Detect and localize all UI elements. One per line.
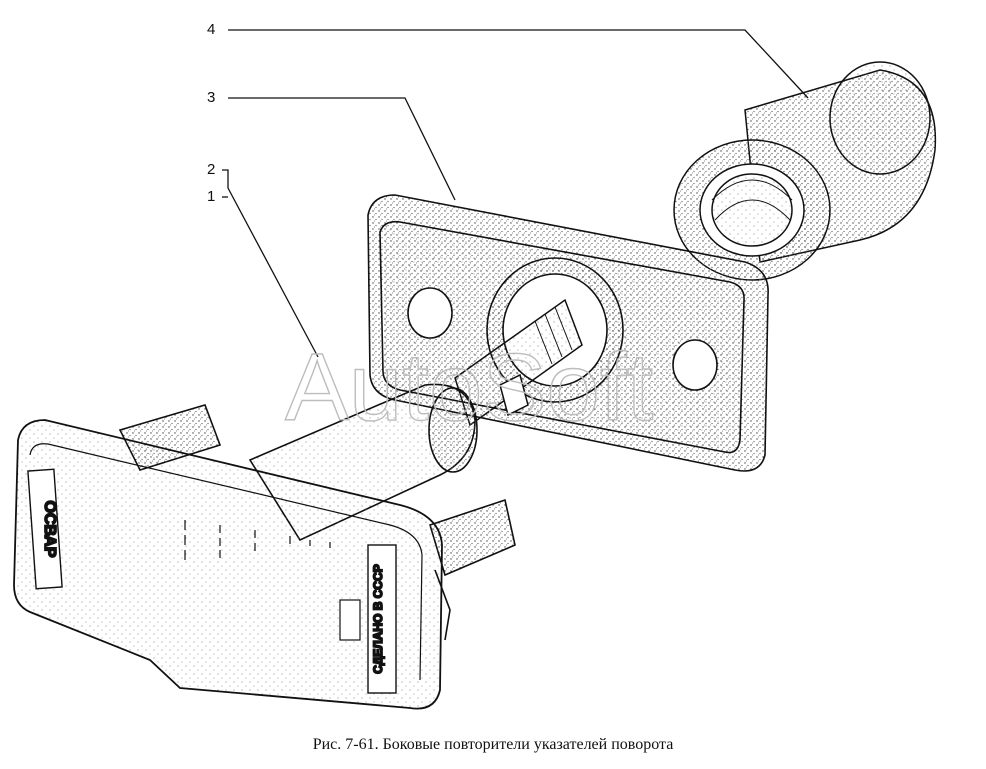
lens-window: [339, 599, 361, 641]
leader-line-2: [222, 169, 319, 358]
socket-tube-part-4: [673, 61, 937, 281]
lens-label: СДЕЛАНО В СССР: [371, 564, 385, 673]
callout-3: 3: [207, 89, 216, 106]
figure-caption: Рис. 7-61. Боковые повторители указателе…: [312, 736, 674, 753]
lamp-housing: ОСВАР СДЕЛАНО В СССР: [13, 419, 443, 710]
leader-line-4: [228, 29, 809, 99]
leader-line-3: [228, 97, 456, 201]
housing-label: ОСВАР: [41, 501, 58, 558]
manufacturer-label-box: [27, 468, 63, 590]
leader-lines: [222, 29, 809, 358]
origin-label-box: [367, 544, 397, 694]
terminal-part-2: [454, 298, 583, 427]
callout-1: 1: [207, 188, 216, 205]
callout-2: 2: [207, 161, 216, 178]
watermark: AutoSoft: [285, 334, 653, 441]
callout-4: 4: [207, 21, 216, 38]
lens-ribs: [184, 520, 331, 560]
